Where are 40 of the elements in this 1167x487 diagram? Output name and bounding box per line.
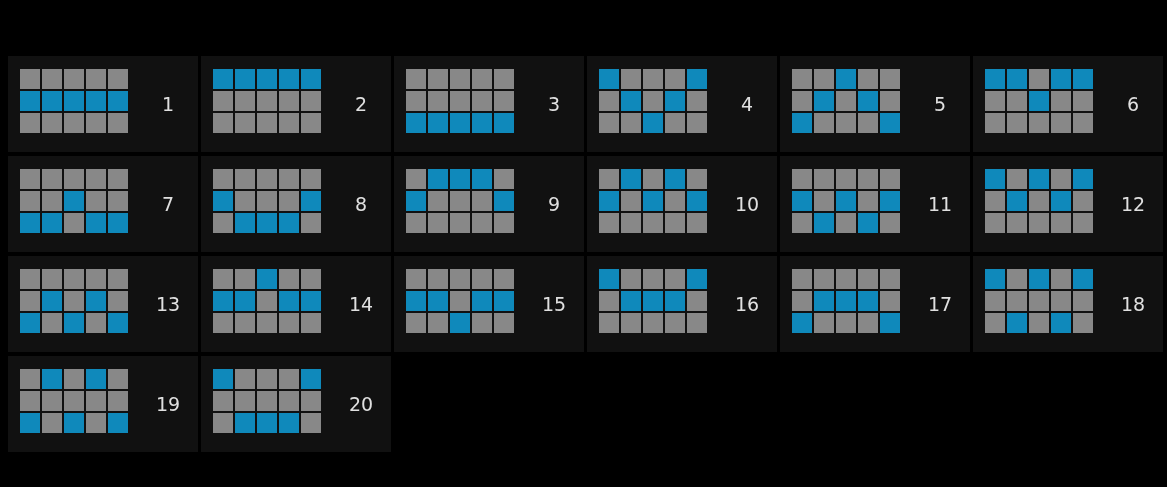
payline-card [8,356,198,452]
payline-number: 20 [347,392,375,416]
payline-card [587,256,777,352]
payline-number: 18 [1119,292,1147,316]
payline-card [8,56,198,152]
payline-card [780,56,970,152]
payline-number: 19 [154,392,182,416]
payline-number: 8 [353,192,369,216]
payline-card [780,256,970,352]
payline-card [973,256,1163,352]
payline-number: 17 [926,292,954,316]
payline-number: 14 [347,292,375,316]
payline-number: 15 [540,292,568,316]
payline-card [780,156,970,252]
payline-card [973,156,1163,252]
payline-card [201,156,391,252]
payline-number: 13 [154,292,182,316]
payline-number: 11 [926,192,954,216]
payline-card [8,156,198,252]
payline-number: 12 [1119,192,1147,216]
payline-number: 16 [733,292,761,316]
payline-number: 3 [546,92,562,116]
payline-number: 9 [546,192,562,216]
payline-card [201,56,391,152]
payline-card [394,56,584,152]
payline-card [201,356,391,452]
payline-number: 7 [160,192,176,216]
payline-card [201,256,391,352]
payline-number: 10 [733,192,761,216]
payline-number: 4 [739,92,755,116]
payline-number: 1 [160,92,176,116]
payline-card [973,56,1163,152]
payline-card [394,256,584,352]
payline-number: 2 [353,92,369,116]
payline-card [587,56,777,152]
payline-card [394,156,584,252]
payline-number: 6 [1125,92,1141,116]
payline-number: 5 [932,92,948,116]
payline-card [587,156,777,252]
payline-card [8,256,198,352]
